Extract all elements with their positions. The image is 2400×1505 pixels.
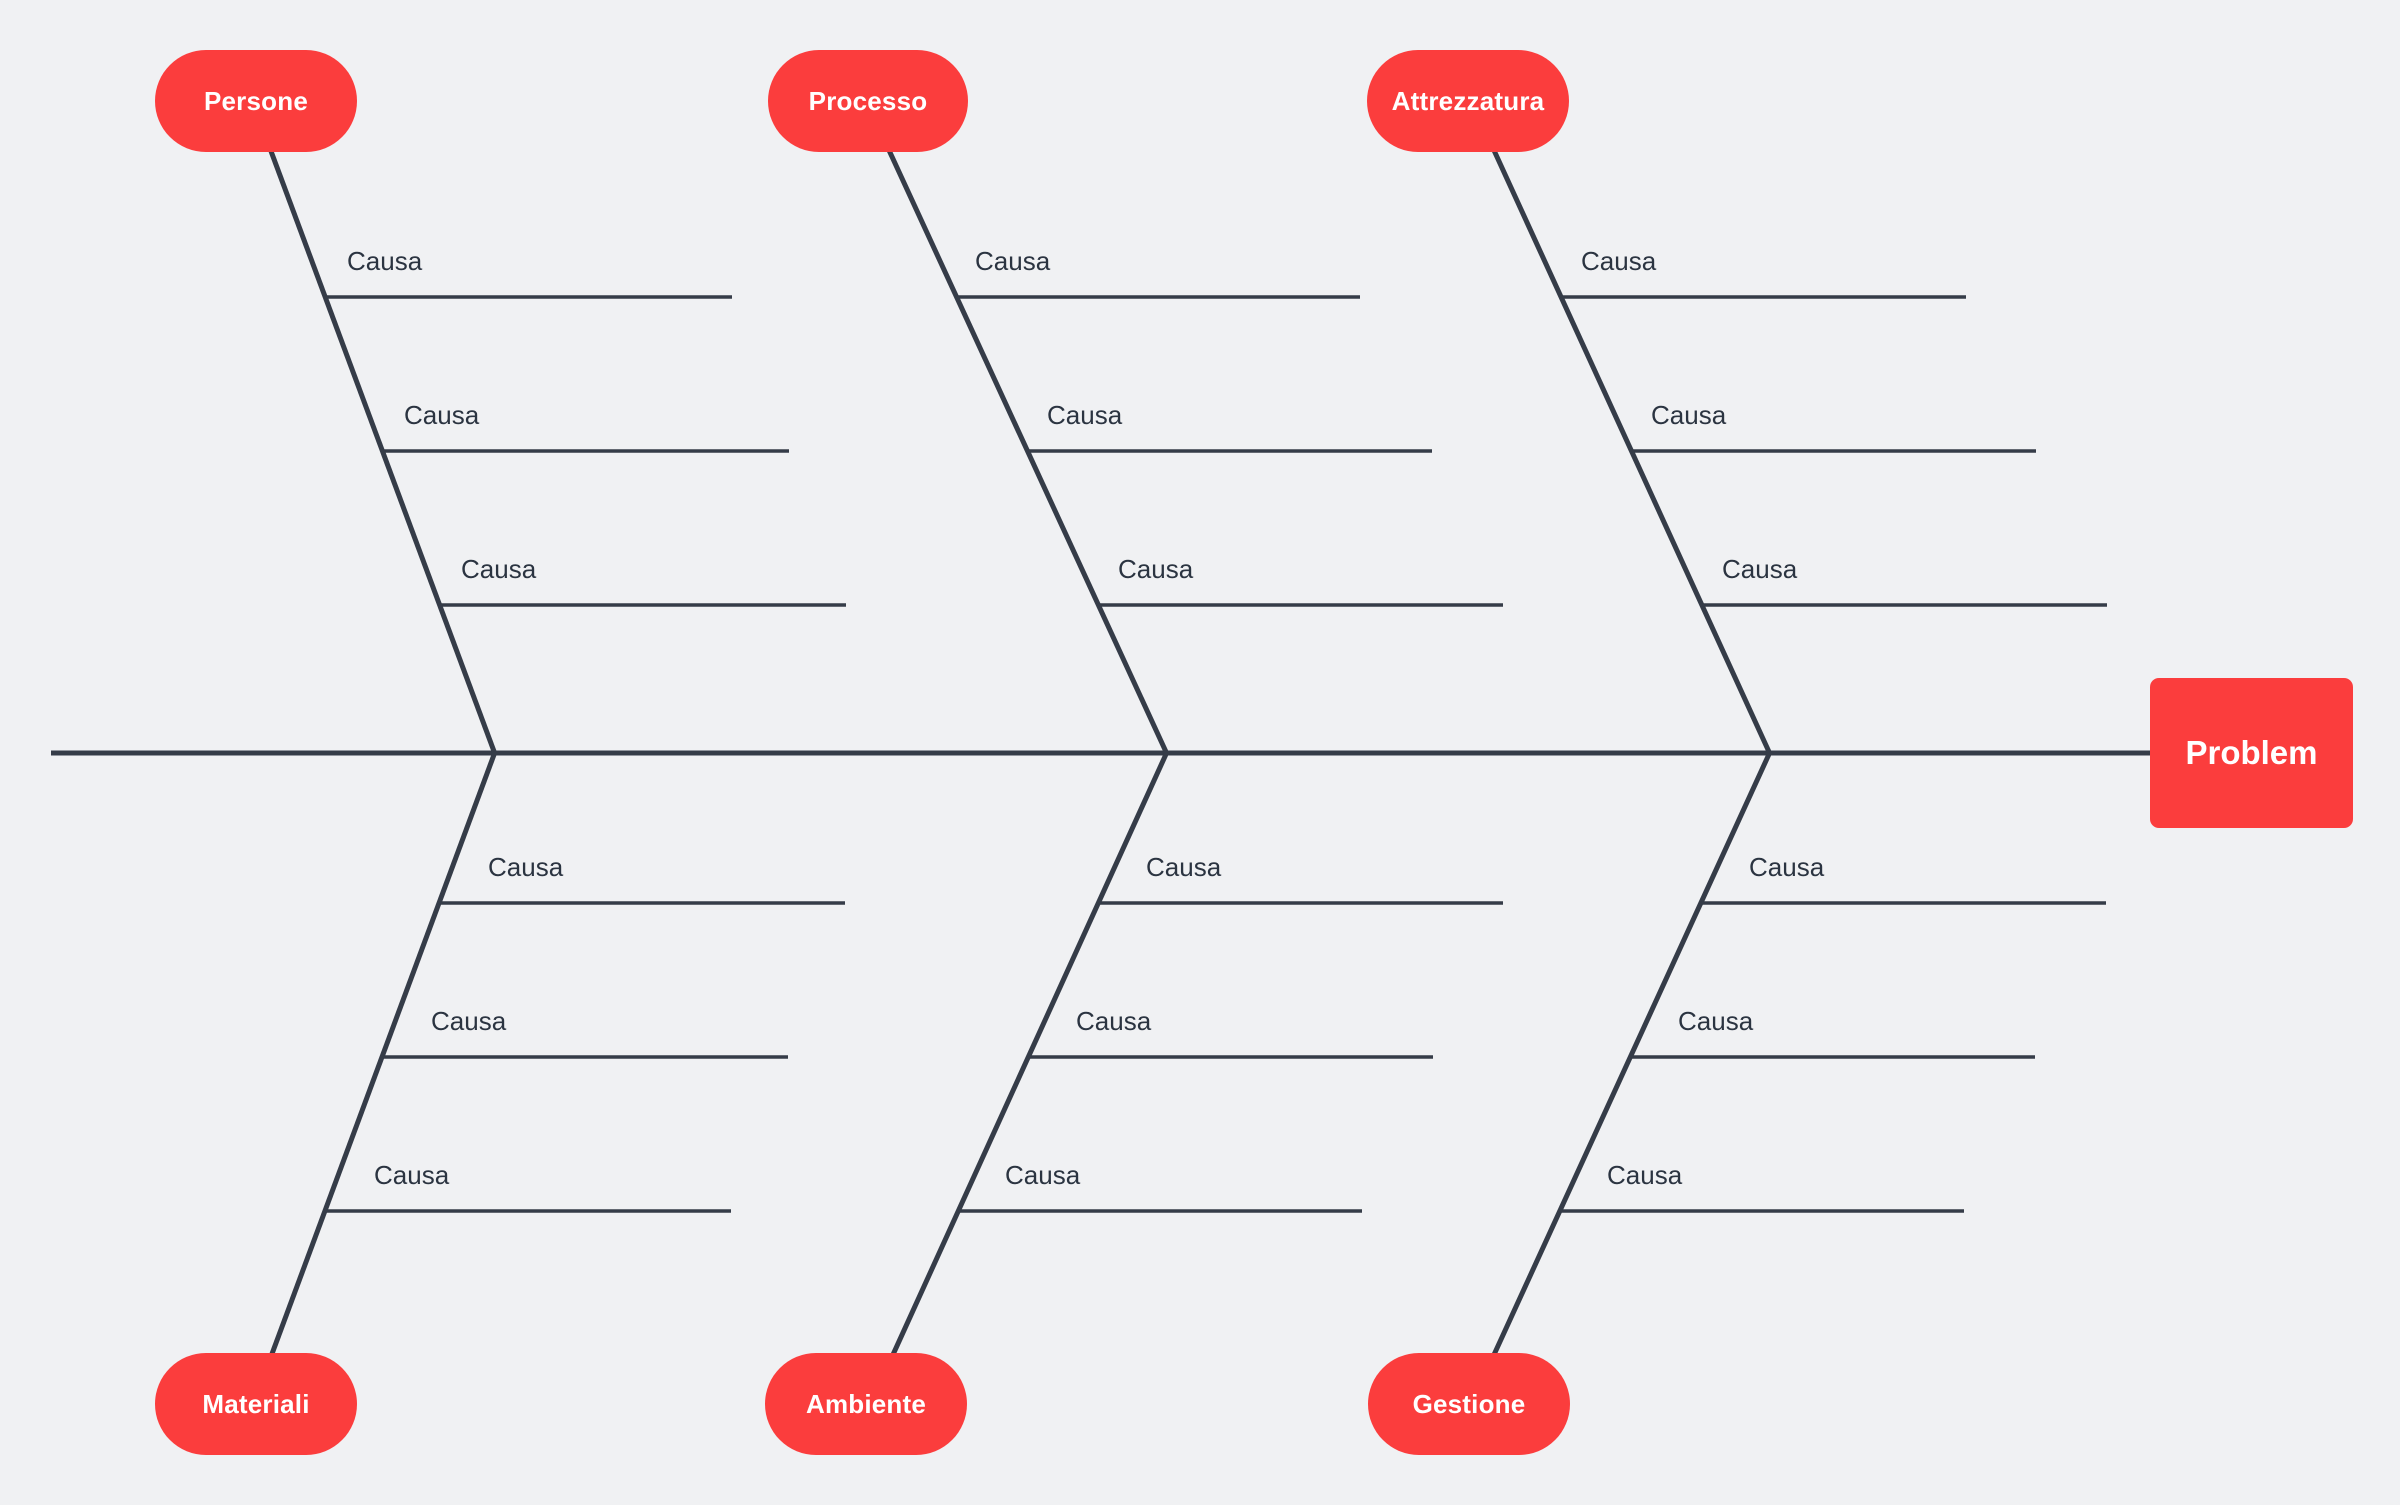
category-label: Ambiente — [805, 1388, 927, 1419]
cause-label[interactable]: Causa — [1076, 1006, 1152, 1036]
rib-gestione — [1484, 750, 1773, 1372]
category-node-ambiente[interactable]: Ambiente — [765, 1353, 967, 1455]
problem-label: Problem — [2185, 734, 2318, 771]
category-label: Persone — [203, 85, 308, 116]
rib-ambiente — [883, 750, 1170, 1372]
rib-materiali — [263, 751, 498, 1371]
category-node-processo[interactable]: Processo — [768, 50, 968, 152]
cause-label[interactable]: Causa — [975, 246, 1051, 276]
rib-processo — [879, 133, 1170, 756]
cause-label[interactable]: Causa — [1722, 554, 1798, 584]
cause-label[interactable]: Causa — [1047, 400, 1123, 430]
cause-label[interactable]: Causa — [1581, 246, 1657, 276]
cause-label[interactable]: Causa — [431, 1006, 507, 1036]
cause-label[interactable]: Causa — [1651, 400, 1727, 430]
cause-label[interactable]: Causa — [1118, 554, 1194, 584]
rib-attrezzatura — [1484, 133, 1773, 756]
rib-persone — [262, 134, 498, 755]
cause-label[interactable]: Causa — [1607, 1160, 1683, 1190]
cause-label[interactable]: Causa — [1005, 1160, 1081, 1190]
category-label: Materiali — [202, 1388, 310, 1419]
cause-label[interactable]: Causa — [488, 852, 564, 882]
category-node-materiali[interactable]: Materiali — [155, 1353, 357, 1455]
cause-label[interactable]: Causa — [1146, 852, 1222, 882]
category-label: Processo — [808, 85, 928, 116]
category-node-attrezzatura[interactable]: Attrezzatura — [1367, 50, 1569, 152]
category-label: Attrezzatura — [1391, 85, 1545, 116]
cause-label[interactable]: Causa — [374, 1160, 450, 1190]
category-node-persone[interactable]: Persone — [155, 50, 357, 152]
cause-label[interactable]: Causa — [1678, 1006, 1754, 1036]
category-label: Gestione — [1412, 1388, 1526, 1419]
cause-label[interactable]: Causa — [461, 554, 537, 584]
problem-node[interactable]: Problem — [2150, 678, 2353, 828]
cause-label[interactable]: Causa — [1749, 852, 1825, 882]
cause-label[interactable]: Causa — [404, 400, 480, 430]
category-node-gestione[interactable]: Gestione — [1368, 1353, 1570, 1455]
cause-label[interactable]: Causa — [347, 246, 423, 276]
